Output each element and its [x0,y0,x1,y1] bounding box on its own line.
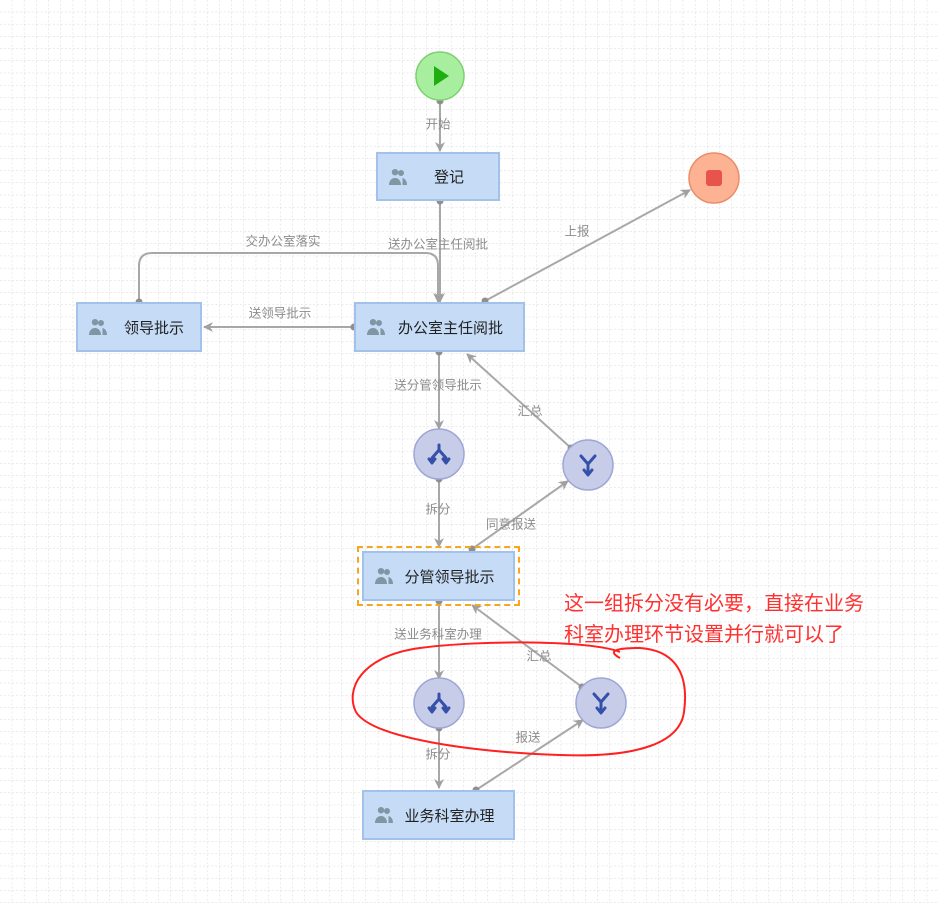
parallel-split-gateway-1[interactable] [413,428,465,480]
annotation-line-2: 科室办理环节设置并行就可以了 [564,622,844,646]
users-icon [367,319,385,335]
merge-icon [592,692,610,715]
parallel-join-gateway-1[interactable] [562,439,614,491]
end-event[interactable] [688,152,740,204]
edge-label-send-director: 送办公室主任阅批 [387,236,489,252]
review-annotation: 这一组拆分没有必要，直接在业务 科室办理环节设置并行就可以了 [564,588,864,650]
edge-label-report: 上报 [564,223,590,239]
edge-label-split-1: 拆分 [425,501,451,517]
edge-summary-1[interactable] [466,353,572,449]
edge-summary-2[interactable] [471,604,583,688]
users-icon [389,168,407,185]
annotation-ellipse [351,641,687,757]
users-icon [375,568,393,584]
edge-label-send-leader: 送领导批示 [248,305,312,321]
task-label: 领导批示 [123,318,184,337]
parallel-join-gateway-2[interactable] [575,677,627,729]
edge-label-agree-report: 同意报送 [485,516,537,532]
edge-label-report-2: 报送 [515,729,541,745]
play-icon [434,66,449,86]
edge-report[interactable] [484,189,691,302]
edge-label-summary-2: 汇总 [526,648,552,664]
edge-label-start: 开始 [425,116,451,132]
edge-label-send-dept: 送业务科室办理 [394,626,482,642]
edge-assign-office[interactable] [138,252,443,303]
task-register[interactable]: 登记 [376,152,500,201]
edge-agree-report[interactable] [471,480,569,550]
start-event[interactable] [415,51,465,101]
task-label: 业务科室办理 [404,806,495,825]
task-dept-handle[interactable]: 业务科室办理 [362,790,515,840]
edge-label-split-2: 拆分 [425,746,451,762]
stop-icon [706,170,722,186]
task-label: 办公室主任阅批 [397,318,503,337]
split-icon [427,692,451,714]
split-icon [427,443,451,465]
edge-label-assign-office: 交办公室落实 [245,233,321,249]
merge-icon [579,454,597,477]
task-leader-instruct[interactable]: 领导批示 [76,302,202,352]
edge-report-2[interactable] [475,719,584,791]
task-branch-leader[interactable]: 分管领导批示 [357,546,520,606]
task-label: 分管领导批示 [404,567,495,586]
users-icon [89,319,107,335]
annotation-line-1: 这一组拆分没有必要，直接在业务 [564,591,864,615]
parallel-split-gateway-2[interactable] [413,677,465,729]
users-icon [375,807,393,823]
task-label: 登记 [433,168,464,186]
edge-label-summary-1: 汇总 [517,403,543,419]
task-office-director[interactable]: 办公室主任阅批 [354,302,525,352]
edge-label-send-branch: 送分管领导批示 [394,377,482,393]
